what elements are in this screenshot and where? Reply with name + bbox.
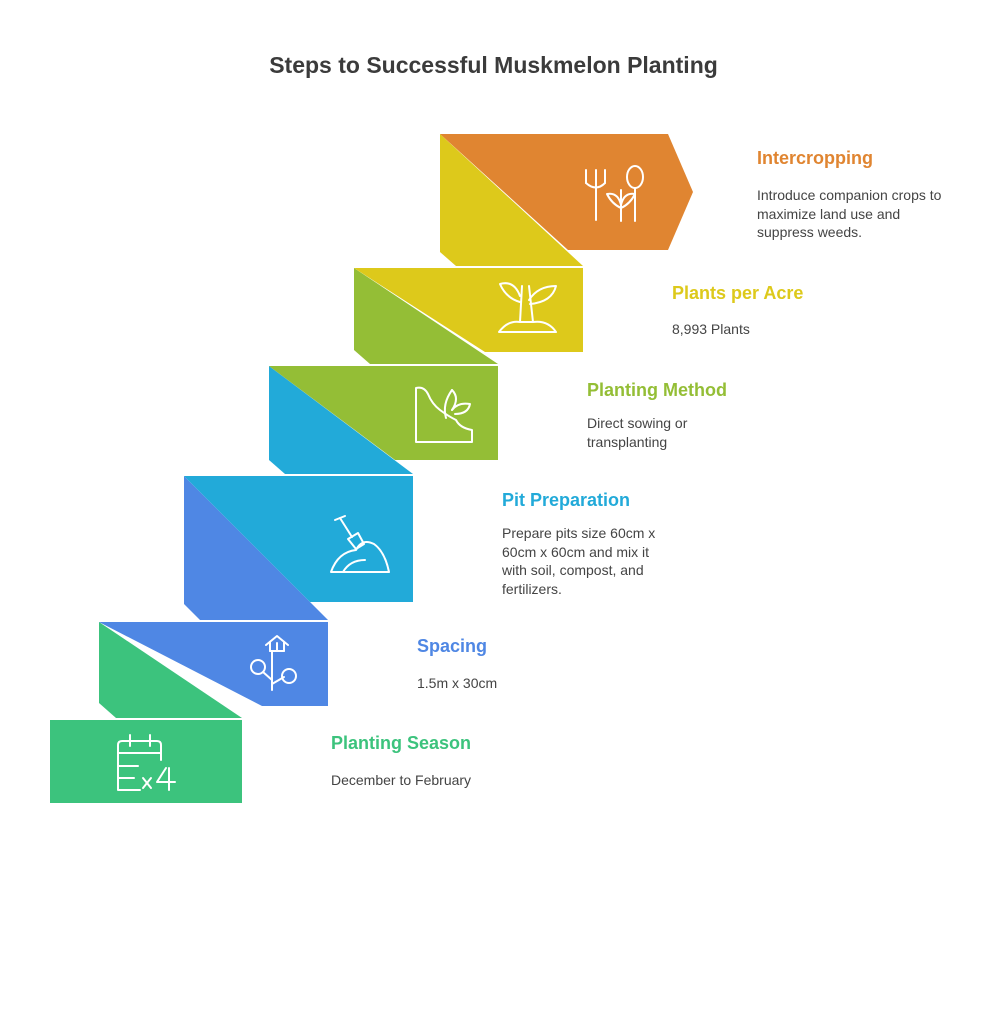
- step-title-pit-preparation: Pit Preparation: [502, 490, 631, 510]
- step-riser: [99, 622, 242, 718]
- sowing-icon: [415, 386, 473, 443]
- fork-plant-icon: [585, 165, 644, 222]
- step-planting-season: [50, 720, 242, 803]
- step-title-planting-method: Planting Method: [587, 380, 727, 400]
- step-face: [440, 134, 693, 250]
- step-description-pit-preparation: Prepare pits size 60cm x 60cm x 60cm and…: [502, 525, 656, 597]
- step-title-spacing: Spacing: [417, 636, 488, 656]
- step-plants-per-acre: [354, 268, 583, 364]
- page-title: Steps to Successful Muskmelon Planting: [269, 52, 718, 78]
- step-riser: [269, 366, 413, 474]
- step-description-spacing: 1.5m x 30cm: [417, 675, 498, 691]
- step-description-plants-per-acre: 8,993 Plants: [672, 321, 750, 337]
- step-riser: [440, 134, 583, 266]
- step-description-planting-season: December to February: [331, 772, 472, 788]
- step-title-plants-per-acre: Plants per Acre: [672, 283, 804, 303]
- step-title-intercropping: Intercropping: [757, 148, 873, 168]
- calendar-icon: [117, 734, 176, 791]
- step-face: [50, 720, 242, 803]
- shovel-icon: [330, 515, 390, 573]
- step-face: [269, 366, 498, 460]
- step-intercropping: [440, 134, 693, 266]
- sprout-icon: [498, 282, 557, 333]
- step-riser: [354, 268, 498, 364]
- step-title-planting-season: Planting Season: [331, 733, 472, 753]
- spacing-icon: [250, 635, 297, 691]
- step-face: [184, 476, 413, 602]
- step-pit-preparation: [184, 476, 413, 620]
- step-planting-method: [269, 366, 498, 474]
- step-description-planting-method: Direct sowing or transplanting: [587, 415, 688, 450]
- step-description-intercropping: Introduce companion crops to maximize la…: [757, 187, 942, 240]
